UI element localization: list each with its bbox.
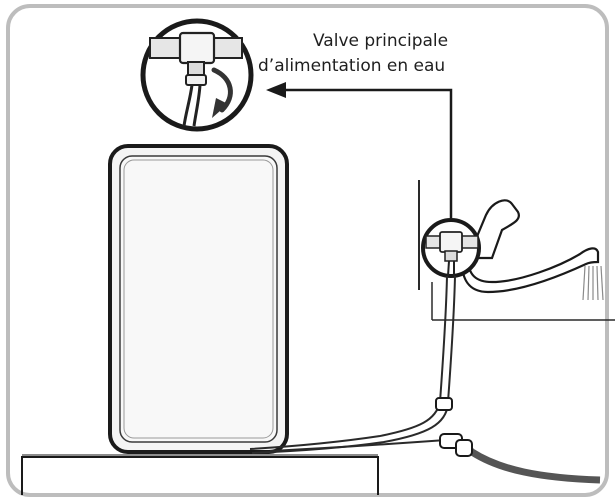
valve-closeup-icon bbox=[140, 18, 254, 132]
callout-label-line1: Valve principale bbox=[313, 31, 448, 51]
floor-base bbox=[21, 454, 379, 495]
callout-arrow bbox=[284, 88, 453, 218]
hose-connector bbox=[435, 397, 453, 411]
diagram-frame bbox=[6, 4, 609, 497]
appliance-cabinet-icon bbox=[108, 144, 289, 454]
rotate-arrow-icon bbox=[211, 67, 233, 118]
wall-corner bbox=[418, 180, 615, 321]
inlet-hose bbox=[249, 275, 456, 454]
valve-locator-icon bbox=[421, 218, 481, 278]
callout-arrowhead bbox=[266, 82, 286, 98]
callout-label-line2: d’alimentation en eau bbox=[258, 56, 445, 76]
drain-elbow bbox=[439, 433, 473, 457]
faucet-icon bbox=[460, 199, 604, 301]
